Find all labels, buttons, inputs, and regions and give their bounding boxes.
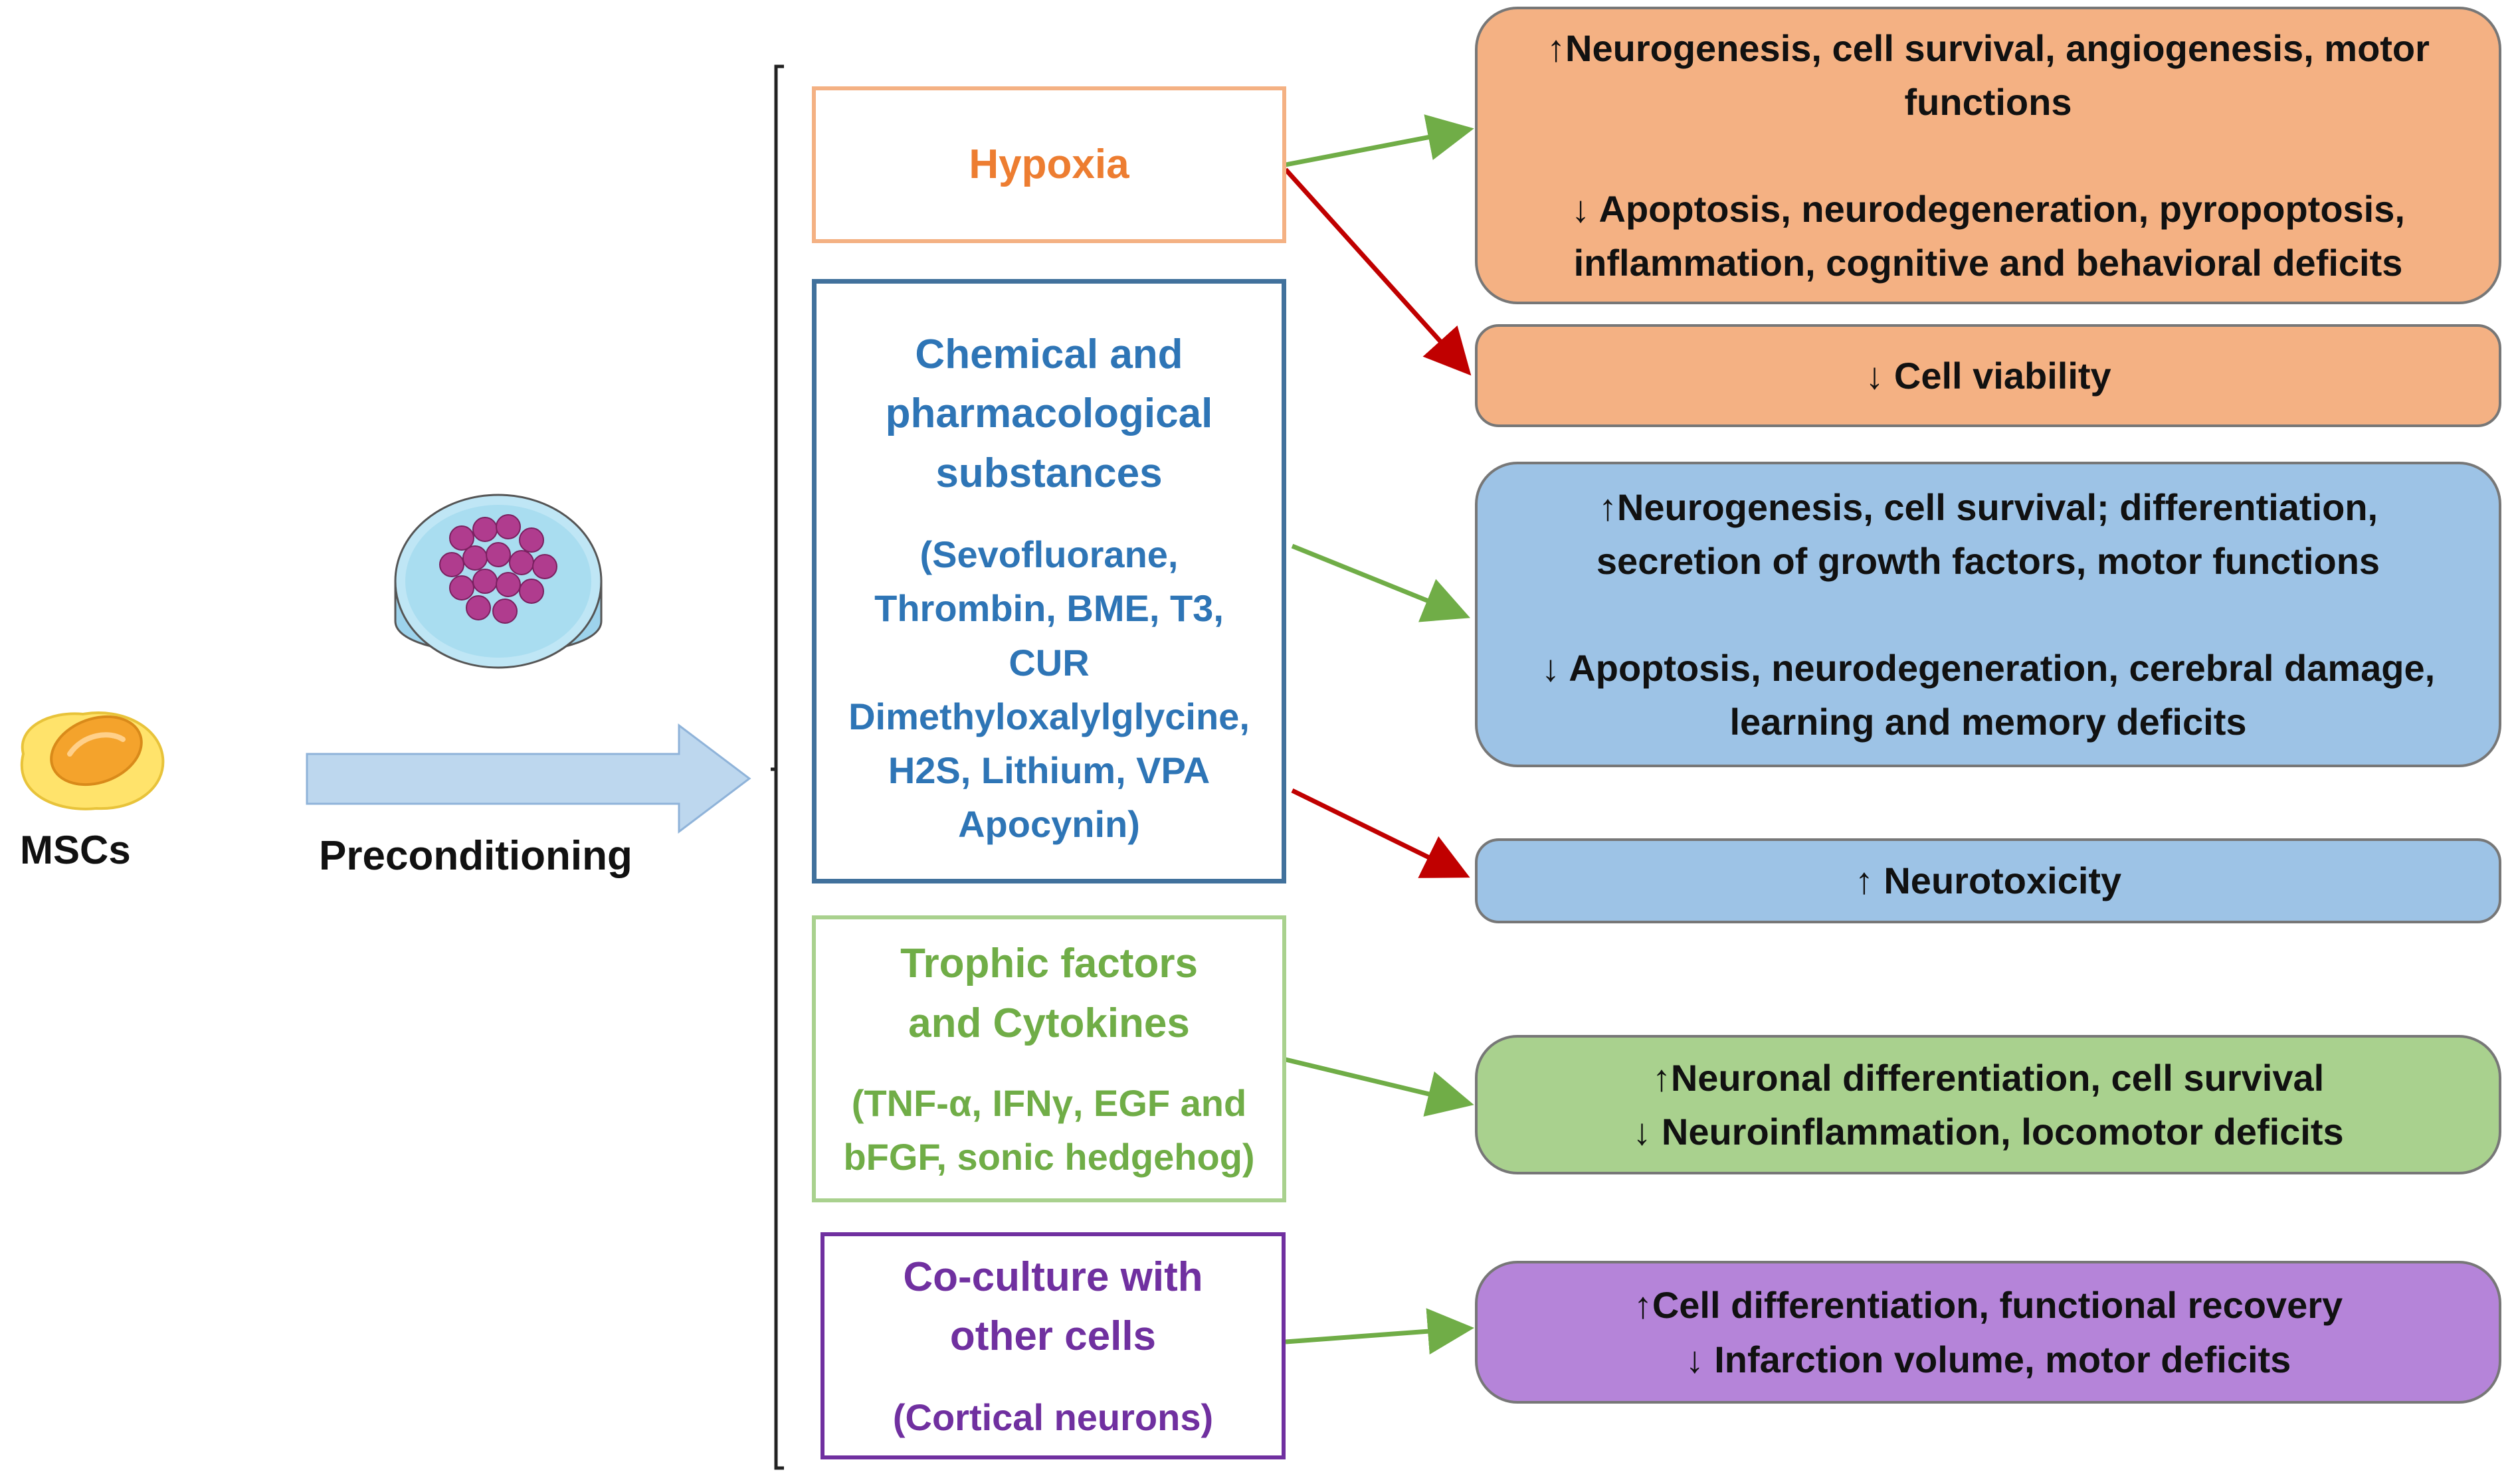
trophic-positive-arrow <box>1285 1057 1474 1117</box>
coculture-title: Co-culture with other cells <box>903 1253 1203 1360</box>
hypoxia-negative-outcome: ↓ Cell viability <box>1475 324 2501 427</box>
trophic-positive-outcome: ↑Neuronal differentiation, cell survival… <box>1475 1035 2501 1174</box>
chemical-negative-arrow <box>1291 788 1470 878</box>
trophic-box: Trophic factors and Cytokines (TNF-α, IF… <box>812 915 1286 1202</box>
chemical-positive-outcome: ↑Neurogenesis, cell survival; differenti… <box>1475 462 2501 767</box>
chemical-detail: (Sevofluorane, Thrombin, BME, T3, CUR Di… <box>848 533 1250 846</box>
preconditioning-label: Preconditioning <box>319 833 632 879</box>
hypoxia-negative-arrow <box>1284 167 1472 376</box>
msc-label: MSCs <box>20 828 131 872</box>
hypoxia-positive-arrow <box>1285 114 1474 167</box>
coculture-positive-outcome: ↑Cell differentiation, functional recove… <box>1475 1261 2501 1404</box>
hypoxia-positive-outcome: ↑Neurogenesis, cell survival, angiogenes… <box>1475 7 2501 304</box>
petri-dish-icon <box>394 494 603 669</box>
methods-bracket <box>774 64 784 1470</box>
hypoxia-box: Hypoxia <box>812 86 1286 243</box>
chemical-title: Chemical and pharmacological substances <box>885 331 1213 497</box>
coculture-detail: (Cortical neurons) <box>892 1396 1214 1439</box>
hypoxia-title: Hypoxia <box>969 141 1129 188</box>
chemical-box: Chemical and pharmacological substances … <box>812 279 1286 883</box>
msc-cell-icon <box>20 711 165 810</box>
trophic-title: Trophic factors and Cytokines <box>900 940 1198 1046</box>
coculture-positive-arrow <box>1285 1308 1474 1355</box>
trophic-detail: (TNF-α, IFNγ, EGF and bFGF, sonic hedgeh… <box>843 1081 1255 1178</box>
chemical-positive-arrow <box>1291 543 1470 622</box>
preconditioning-arrow <box>306 723 751 834</box>
coculture-box: Co-culture with other cells (Cortical ne… <box>821 1232 1286 1459</box>
chemical-negative-outcome: ↑ Neurotoxicity <box>1475 838 2501 923</box>
